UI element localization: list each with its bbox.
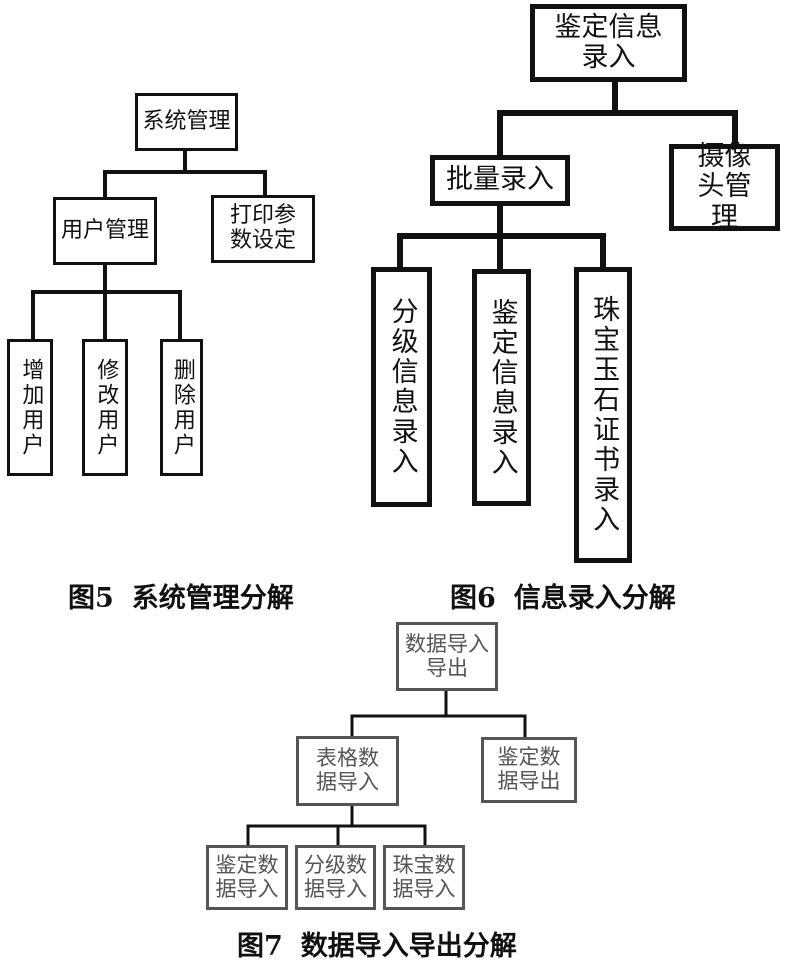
fig6-jewelry-certificate-entry-label: 珠宝玉石证书录入	[588, 295, 620, 535]
fig6-root-label: 鉴定信息录入	[554, 11, 663, 73]
fig5-add-user: 增加用户	[7, 339, 53, 476]
fig7-grade-data-import: 分级数据导入	[295, 845, 376, 910]
fig6-batch-entry: 批量录入	[430, 155, 570, 206]
fig7-table-data-import-label: 表格数据导入	[316, 746, 379, 794]
fig7-caption-title: 数据导入导出分解	[300, 931, 517, 962]
fig5-caption: 图5 系统管理分解	[68, 576, 294, 615]
fig5-caption-number: 图5	[68, 583, 114, 614]
fig7-root-data-import-export: 数据导入导出	[396, 622, 498, 691]
fig5-root-label: 系统管理	[142, 108, 231, 134]
fig6-grade-info-entry-label: 分级信息录入	[386, 297, 418, 477]
fig7-jewelry-data-import-label: 珠宝数据导入	[392, 852, 456, 901]
fig7-table-data-import: 表格数据导入	[296, 736, 399, 806]
fig7-appraisal-data-export: 鉴定数据导出	[481, 737, 577, 803]
fig6-caption-title: 信息录入分解	[513, 583, 676, 614]
fig6-grade-info-entry: 分级信息录入	[371, 267, 432, 507]
fig5-caption-title: 系统管理分解	[131, 583, 294, 614]
fig6-camera-management: 摄像头管理	[669, 141, 780, 233]
fig6-connectors	[397, 80, 738, 270]
fig7-grade-data-import-label: 分级数据导入	[304, 852, 367, 901]
fig6-camera-management-label: 摄像头管理	[697, 141, 752, 233]
fig7-jewelry-data-import: 珠宝数据导入	[383, 845, 465, 910]
fig7-caption-number: 图7	[237, 931, 283, 962]
fig5-connectors	[31, 150, 267, 340]
fig6-jewelry-certificate-entry: 珠宝玉石证书录入	[574, 267, 632, 563]
fig7-appraisal-data-import: 鉴定数据导入	[206, 845, 288, 910]
fig5-print-params: 打印参数设定	[211, 195, 315, 263]
fig7-root-label: 数据导入导出	[405, 631, 489, 680]
fig6-caption-number: 图6	[450, 583, 496, 614]
fig5-edit-user: 修改用户	[82, 339, 128, 476]
fig5-print-params-label: 打印参数设定	[229, 203, 296, 253]
fig7-caption: 图7 数据导入导出分解	[237, 924, 517, 963]
fig5-edit-user-label: 修改用户	[93, 357, 119, 458]
fig6-appraisal-info-entry: 鉴定信息录入	[472, 269, 531, 506]
fig7-connectors	[246, 690, 527, 846]
fig6-batch-entry-label: 批量录入	[446, 164, 554, 196]
fig5-add-user-label: 增加用户	[18, 357, 44, 458]
fig5-user-management-label: 用户管理	[60, 217, 149, 243]
fig5-root-system-management: 系统管理	[135, 93, 238, 151]
fig6-caption: 图6 信息录入分解	[450, 576, 676, 615]
fig5-delete-user: 删除用户	[160, 339, 203, 476]
fig7-appraisal-data-import-label: 鉴定数据导入	[215, 852, 279, 901]
fig5-delete-user-label: 删除用户	[169, 357, 195, 458]
fig5-user-management: 用户管理	[53, 197, 157, 265]
fig6-root-appraisal-entry: 鉴定信息录入	[530, 4, 687, 82]
fig7-appraisal-data-export-label: 鉴定数据导出	[497, 745, 561, 793]
fig6-appraisal-info-entry-label: 鉴定信息录入	[486, 297, 518, 478]
